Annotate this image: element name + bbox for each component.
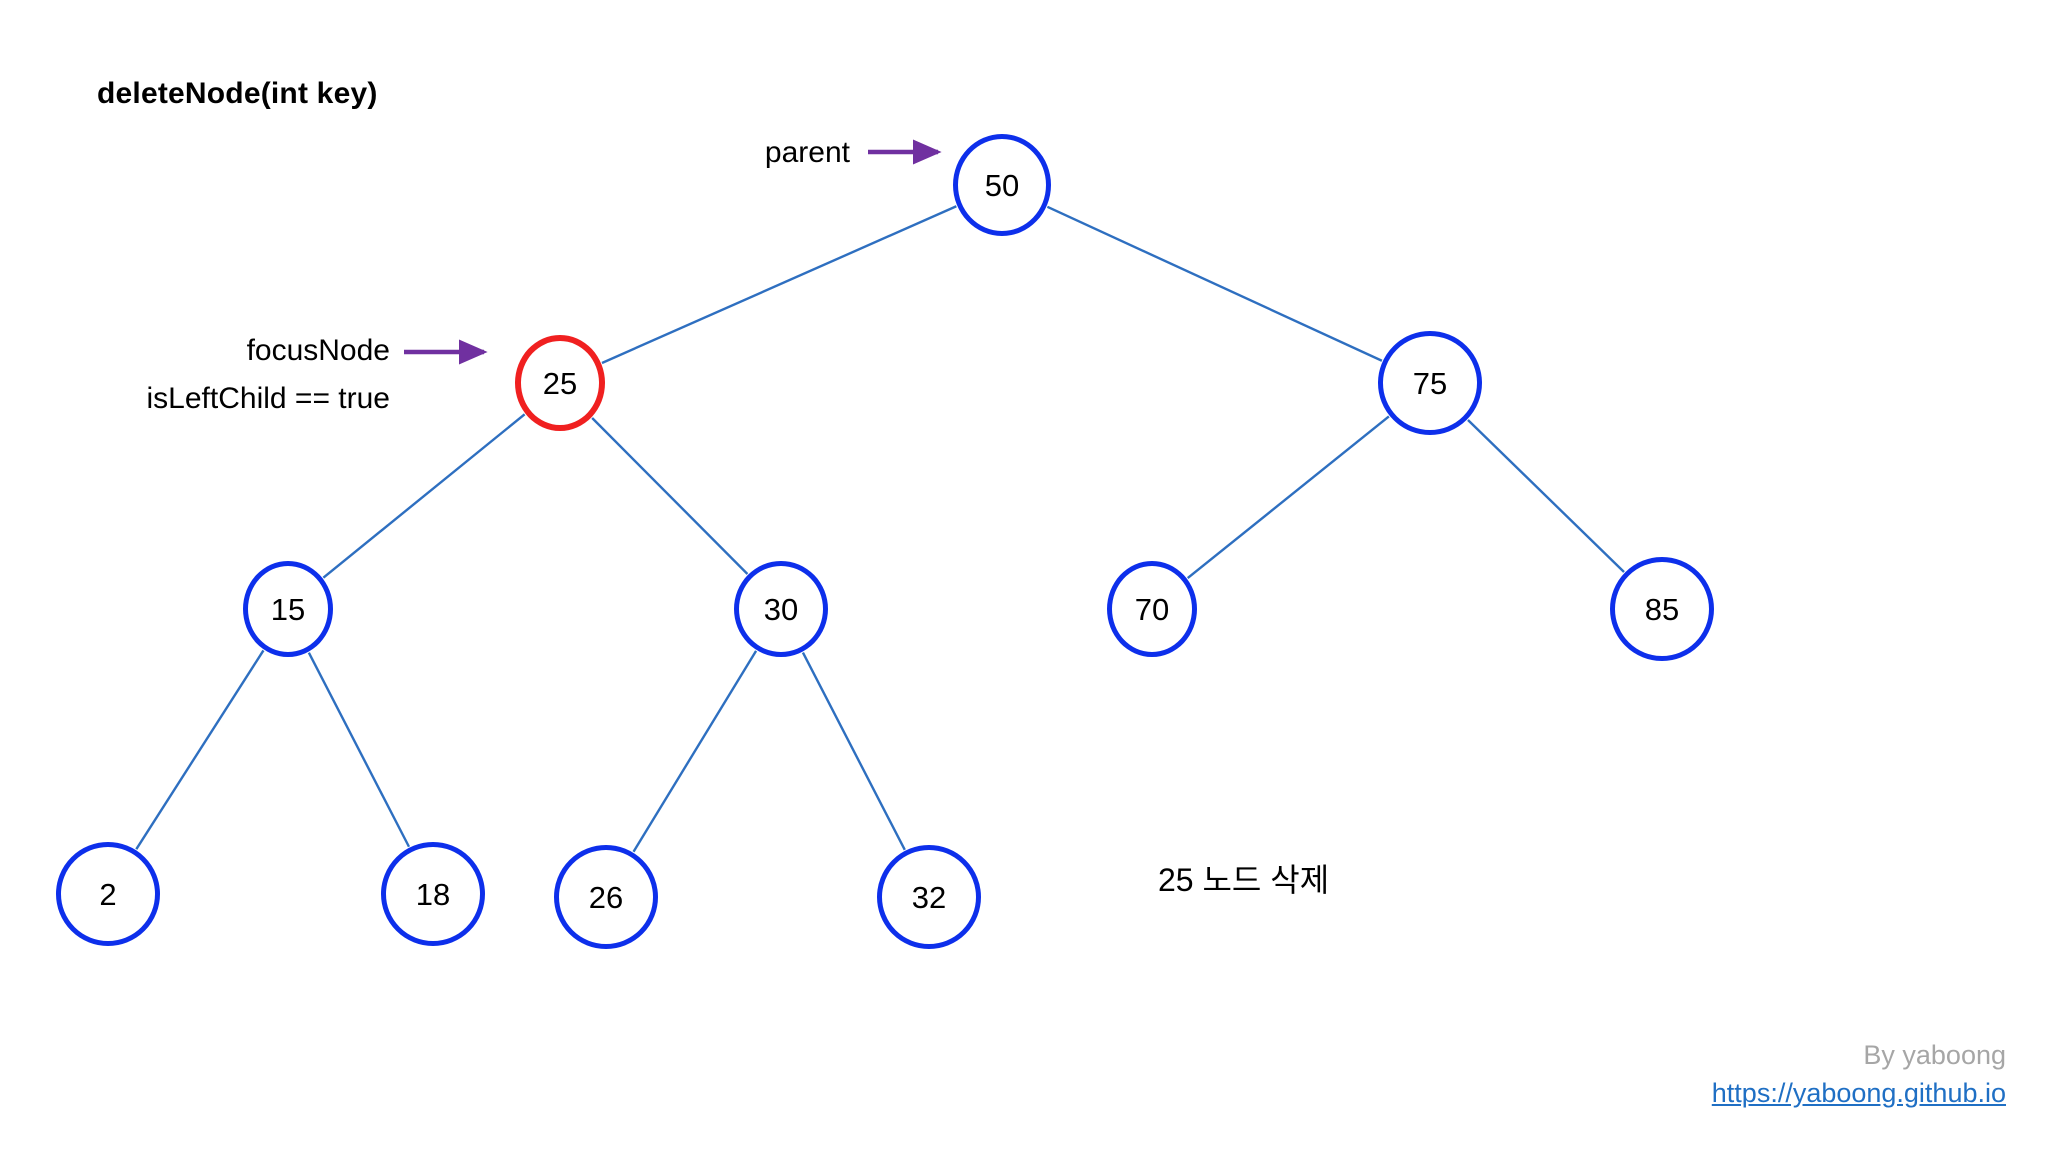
focus-node-annotation-label: focusNode	[246, 334, 390, 367]
tree-edge-50-75	[1046, 205, 1383, 362]
tree-edge-30-26	[632, 650, 758, 853]
tree-node-label: 18	[415, 876, 451, 912]
tree-edge-75-85	[1467, 419, 1625, 573]
author-site-link[interactable]: https://yaboong.github.io	[1711, 1078, 2006, 1108]
tree-edge-30-32	[801, 652, 906, 851]
parent-annotation-label: parent	[764, 136, 850, 169]
tree-node-label: 50	[984, 167, 1020, 203]
tree-node-label: 70	[1134, 591, 1170, 627]
tree-edge-25-15	[322, 413, 526, 579]
page-title: deleteNode(int key)	[97, 77, 378, 110]
tree-node-70: 70	[1107, 561, 1197, 657]
tree-edge-25-30	[591, 417, 749, 575]
tree-node-label: 85	[1644, 591, 1680, 627]
tree-node-label: 2	[99, 876, 117, 912]
tree-node-label: 25	[542, 365, 578, 401]
author-credit: By yaboong	[1863, 1040, 2006, 1070]
tree-node-85: 85	[1610, 557, 1714, 661]
tree-edge-75-70	[1186, 415, 1390, 580]
tree-node-75: 75	[1378, 331, 1482, 435]
tree-edge-15-18	[307, 652, 411, 848]
tree-edge-15-2	[135, 649, 265, 850]
tree-node-label: 26	[588, 879, 624, 915]
tree-node-25: 25	[515, 335, 605, 431]
tree-node-label: 75	[1412, 365, 1448, 401]
tree-node-50: 50	[953, 134, 1051, 236]
tree-node-2: 2	[56, 842, 160, 946]
tree-node-26: 26	[554, 845, 658, 949]
delete-caption: 25 노드 삭제	[1158, 862, 1330, 898]
tree-node-15: 15	[243, 561, 333, 657]
tree-node-32: 32	[877, 845, 981, 949]
tree-node-30: 30	[734, 561, 828, 657]
tree-node-label: 30	[763, 591, 799, 627]
edge-lines	[135, 205, 1625, 853]
tree-node-label: 15	[270, 591, 306, 627]
tree-node-18: 18	[381, 842, 485, 946]
tree-node-label: 32	[911, 879, 947, 915]
is-left-child-annotation-label: isLeftChild == true	[146, 382, 390, 415]
tree-edge-50-25	[601, 205, 957, 365]
